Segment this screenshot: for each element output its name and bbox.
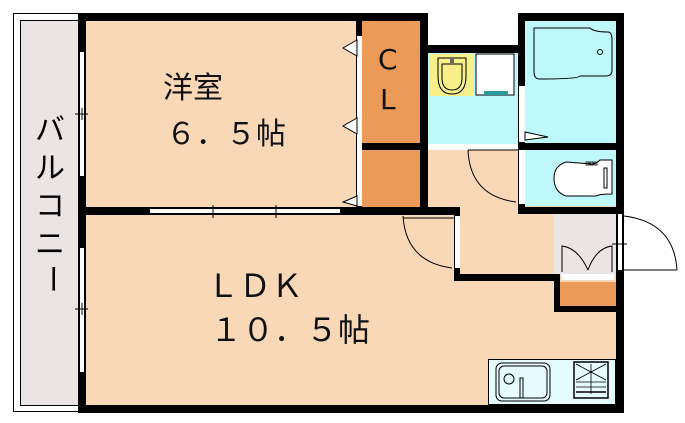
western-room-name: 洋室	[163, 71, 223, 106]
entrance-step	[562, 274, 614, 280]
sliding-door	[150, 208, 340, 214]
ldk-name: ＬＤＫ	[207, 267, 304, 305]
balcony-char: コ	[35, 189, 65, 224]
wall	[454, 274, 560, 281]
ldk-size: １０．５帖	[210, 311, 371, 349]
bathroom	[524, 20, 616, 144]
balcony-label: バ ル コ ニ ー	[28, 112, 72, 304]
wall	[356, 143, 424, 150]
closet-door	[357, 36, 362, 206]
front-door	[617, 214, 623, 270]
closet-label-l: L	[380, 83, 396, 116]
western-room-size: ６．５帖	[166, 117, 286, 152]
closet	[362, 20, 424, 144]
closet-label-c: C	[378, 43, 398, 76]
wall	[554, 306, 624, 312]
wall	[420, 13, 428, 213]
wall	[518, 13, 624, 21]
wall	[428, 45, 524, 53]
toilet-door	[519, 150, 525, 204]
balcony-char: ル	[35, 151, 65, 186]
balcony-char: ニ	[35, 227, 65, 262]
shoe-storage	[560, 282, 616, 306]
balcony-char: バ	[35, 113, 65, 148]
wall	[518, 143, 624, 150]
bathroom-door	[519, 86, 525, 142]
wall	[78, 13, 428, 21]
closet-lower	[362, 150, 424, 208]
western-room	[86, 20, 358, 210]
wall	[78, 405, 624, 413]
entrance	[554, 214, 616, 276]
wall	[554, 274, 560, 312]
ldk-door	[455, 216, 460, 268]
balcony-char: ー	[33, 264, 68, 294]
wall	[518, 207, 624, 214]
balcony	[20, 20, 80, 406]
washroom-door	[428, 144, 474, 149]
